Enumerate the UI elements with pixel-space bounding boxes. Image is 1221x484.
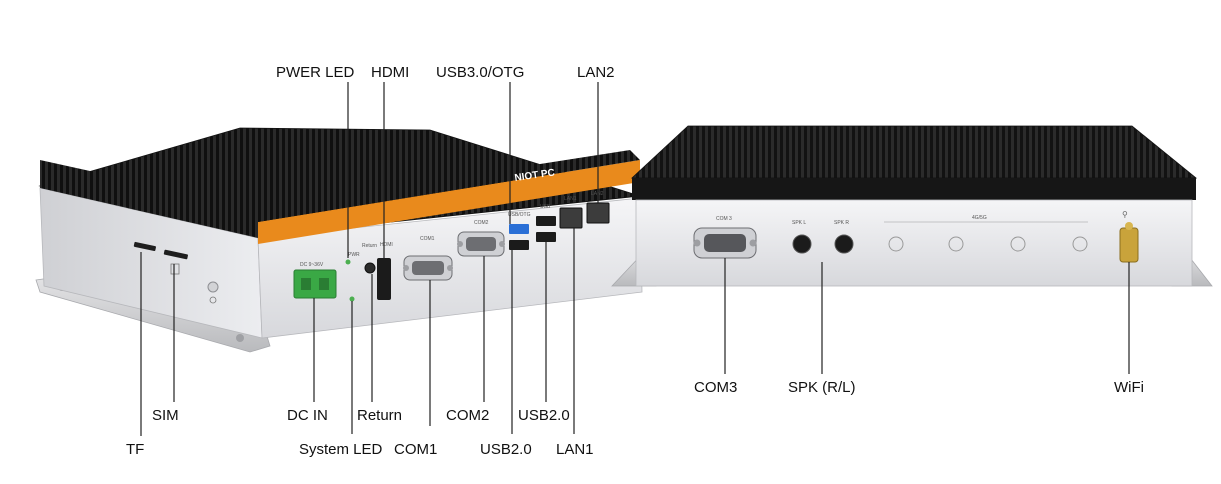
lan1-port bbox=[559, 207, 583, 229]
com3-port-inner bbox=[704, 234, 746, 252]
silk-dc: DC 9~36V bbox=[300, 262, 324, 268]
port-screw bbox=[499, 241, 505, 247]
silk-usb: USB bbox=[540, 204, 551, 210]
port-screw bbox=[693, 239, 701, 247]
hdmi-port bbox=[377, 258, 391, 300]
sim-slot bbox=[163, 249, 188, 260]
label-hdmi: HDMI bbox=[371, 64, 409, 81]
antenna-knockout bbox=[1072, 236, 1088, 252]
port-screw bbox=[457, 241, 463, 247]
leader-lines bbox=[140, 82, 1130, 436]
silk-com1: COM1 bbox=[420, 236, 435, 242]
silk-usb-otg: USB/OTG bbox=[508, 212, 531, 218]
orange-accent-strip bbox=[258, 160, 640, 244]
mounting-hole bbox=[236, 334, 244, 342]
silk-com2: COM2 bbox=[474, 220, 489, 226]
label-sim: SIM bbox=[152, 407, 179, 424]
label-lan1: LAN1 bbox=[556, 441, 594, 458]
wifi-connector bbox=[1119, 227, 1139, 263]
heatsink-front-fins bbox=[258, 150, 640, 222]
label-com3: COM3 bbox=[694, 379, 737, 396]
antenna-knockout bbox=[1010, 236, 1026, 252]
port-screw bbox=[447, 265, 453, 271]
label-usb30-otg: USB3.0/OTG bbox=[436, 64, 524, 81]
dc-terminal-pin bbox=[319, 278, 329, 290]
usb2-port-lower bbox=[509, 240, 529, 250]
spk-l-jack bbox=[792, 234, 812, 254]
sim-icon bbox=[170, 263, 180, 275]
spk-r-jack bbox=[834, 234, 854, 254]
usb3-otg-port bbox=[509, 224, 529, 234]
label-com1: COM1 bbox=[394, 441, 437, 458]
return-button bbox=[364, 262, 376, 274]
silk-pwr: PWR bbox=[348, 252, 360, 258]
port-screw bbox=[403, 265, 409, 271]
lan2-port bbox=[586, 202, 610, 224]
silk-hdmi: HDMI bbox=[380, 242, 393, 248]
left-device: NIOT PC DC 9~36V PWR Return HDMI COM1 bbox=[35, 127, 643, 353]
silk-com3: COM 3 bbox=[716, 216, 732, 222]
antenna-knockout bbox=[948, 236, 964, 252]
tf-slot bbox=[133, 241, 156, 252]
com1-port-inner bbox=[412, 261, 444, 275]
callout-labels: PWER LED HDMI USB3.0/OTG LAN2 TF SIM DC … bbox=[126, 64, 1144, 458]
ground-icon bbox=[209, 296, 217, 304]
ground-screw bbox=[207, 281, 219, 293]
silk-spk-l: SPK L bbox=[792, 220, 806, 226]
rear-heatsink-band bbox=[632, 178, 1196, 200]
label-return: Return bbox=[357, 407, 402, 424]
label-lan2: LAN2 bbox=[577, 64, 615, 81]
silk-lan2: LAN2 bbox=[591, 191, 604, 197]
wifi-icon: ⚲ bbox=[1122, 210, 1128, 219]
label-dc-in: DC IN bbox=[287, 407, 328, 424]
label-system-led: System LED bbox=[299, 441, 383, 458]
right-device: COM 3 SPK L SPK R 4G/5G ⚲ bbox=[611, 125, 1213, 287]
antenna-knockout bbox=[888, 236, 904, 252]
usb2-port-upper-b bbox=[536, 232, 556, 242]
power-led bbox=[345, 259, 351, 265]
label-com2: COM2 bbox=[446, 407, 489, 424]
rear-heatsink bbox=[630, 125, 1198, 179]
dc-terminal-pin bbox=[301, 278, 311, 290]
silk-spk-r: SPK R bbox=[834, 220, 849, 226]
silk-antenna: 4G/5G bbox=[972, 215, 987, 221]
com2-port-inner bbox=[466, 237, 496, 251]
silk-lan1: LAN1 bbox=[564, 196, 577, 202]
label-usb20-lower: USB2.0 bbox=[480, 441, 532, 458]
dc-in-terminal bbox=[293, 269, 337, 299]
heatsink-side-fins bbox=[40, 160, 258, 238]
label-spk: SPK (R/L) bbox=[788, 379, 856, 396]
label-wifi: WiFi bbox=[1114, 379, 1144, 396]
port-screw bbox=[749, 239, 757, 247]
wifi-connector-tip bbox=[1125, 222, 1133, 230]
usb2-port-upper-a bbox=[536, 216, 556, 226]
silk-return: Return bbox=[362, 243, 377, 249]
label-pwer-led: PWER LED bbox=[276, 64, 355, 81]
system-led bbox=[349, 296, 355, 302]
label-usb20-upper: USB2.0 bbox=[518, 407, 570, 424]
label-tf: TF bbox=[126, 441, 144, 458]
